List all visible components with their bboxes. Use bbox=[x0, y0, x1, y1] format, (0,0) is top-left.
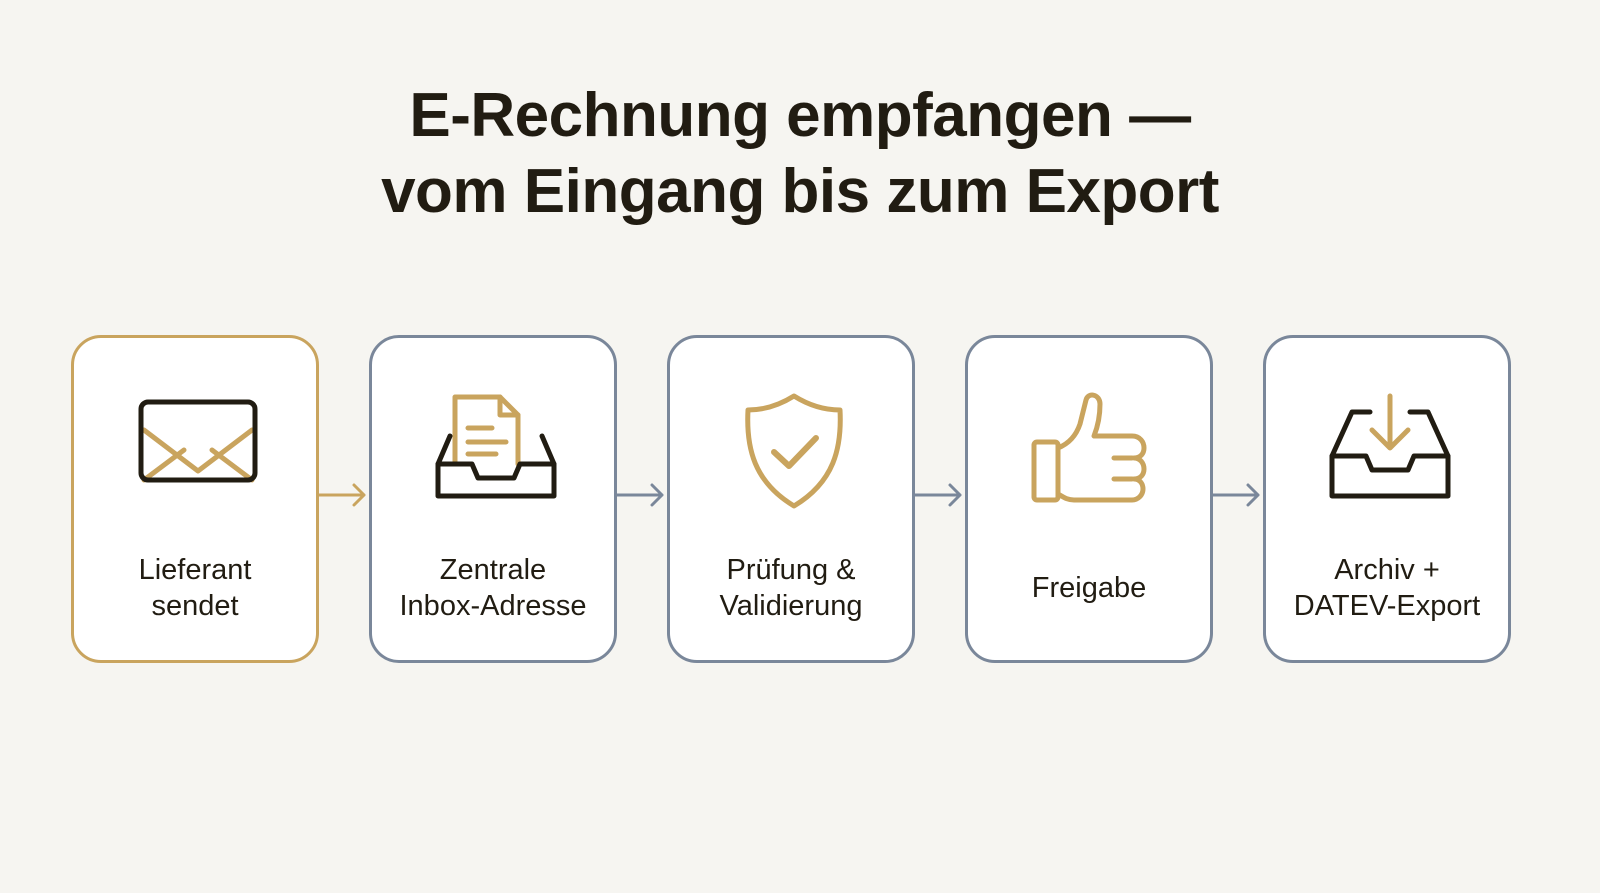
shield-check-icon bbox=[732, 392, 856, 516]
step-pruefung-validierung: Prüfung & Validierung bbox=[667, 335, 915, 663]
page-title: E-Rechnung empfangen — vom Eingang bis z… bbox=[0, 78, 1600, 230]
step-label: Lieferant sendet bbox=[138, 554, 252, 622]
step-label: Freigabe bbox=[1031, 572, 1147, 604]
inbox-download-icon bbox=[1328, 392, 1452, 516]
step-label: Zentrale Inbox-Adresse bbox=[399, 554, 587, 622]
step-archiv-datev-export: Archiv + DATEV-Export bbox=[1263, 335, 1511, 663]
title-line-2: vom Eingang bis zum Export bbox=[381, 157, 1219, 226]
arrow-right-icon bbox=[1210, 480, 1262, 510]
arrow-right-icon bbox=[316, 480, 368, 510]
step-zentrale-inbox: Zentrale Inbox-Adresse bbox=[369, 335, 617, 663]
step-lieferant-sendet: Lieferant sendet bbox=[71, 335, 319, 663]
step-freigabe: Freigabe bbox=[965, 335, 1213, 663]
step-label: Archiv + DATEV-Export bbox=[1293, 554, 1481, 622]
inbox-document-icon bbox=[434, 392, 558, 516]
thumbs-up-icon bbox=[1030, 392, 1154, 516]
arrow-right-icon bbox=[614, 480, 666, 510]
title-line-1: E-Rechnung empfangen — bbox=[409, 81, 1191, 150]
arrow-right-icon bbox=[912, 480, 964, 510]
step-label: Prüfung & Validierung bbox=[719, 554, 863, 622]
envelope-icon bbox=[136, 392, 260, 516]
